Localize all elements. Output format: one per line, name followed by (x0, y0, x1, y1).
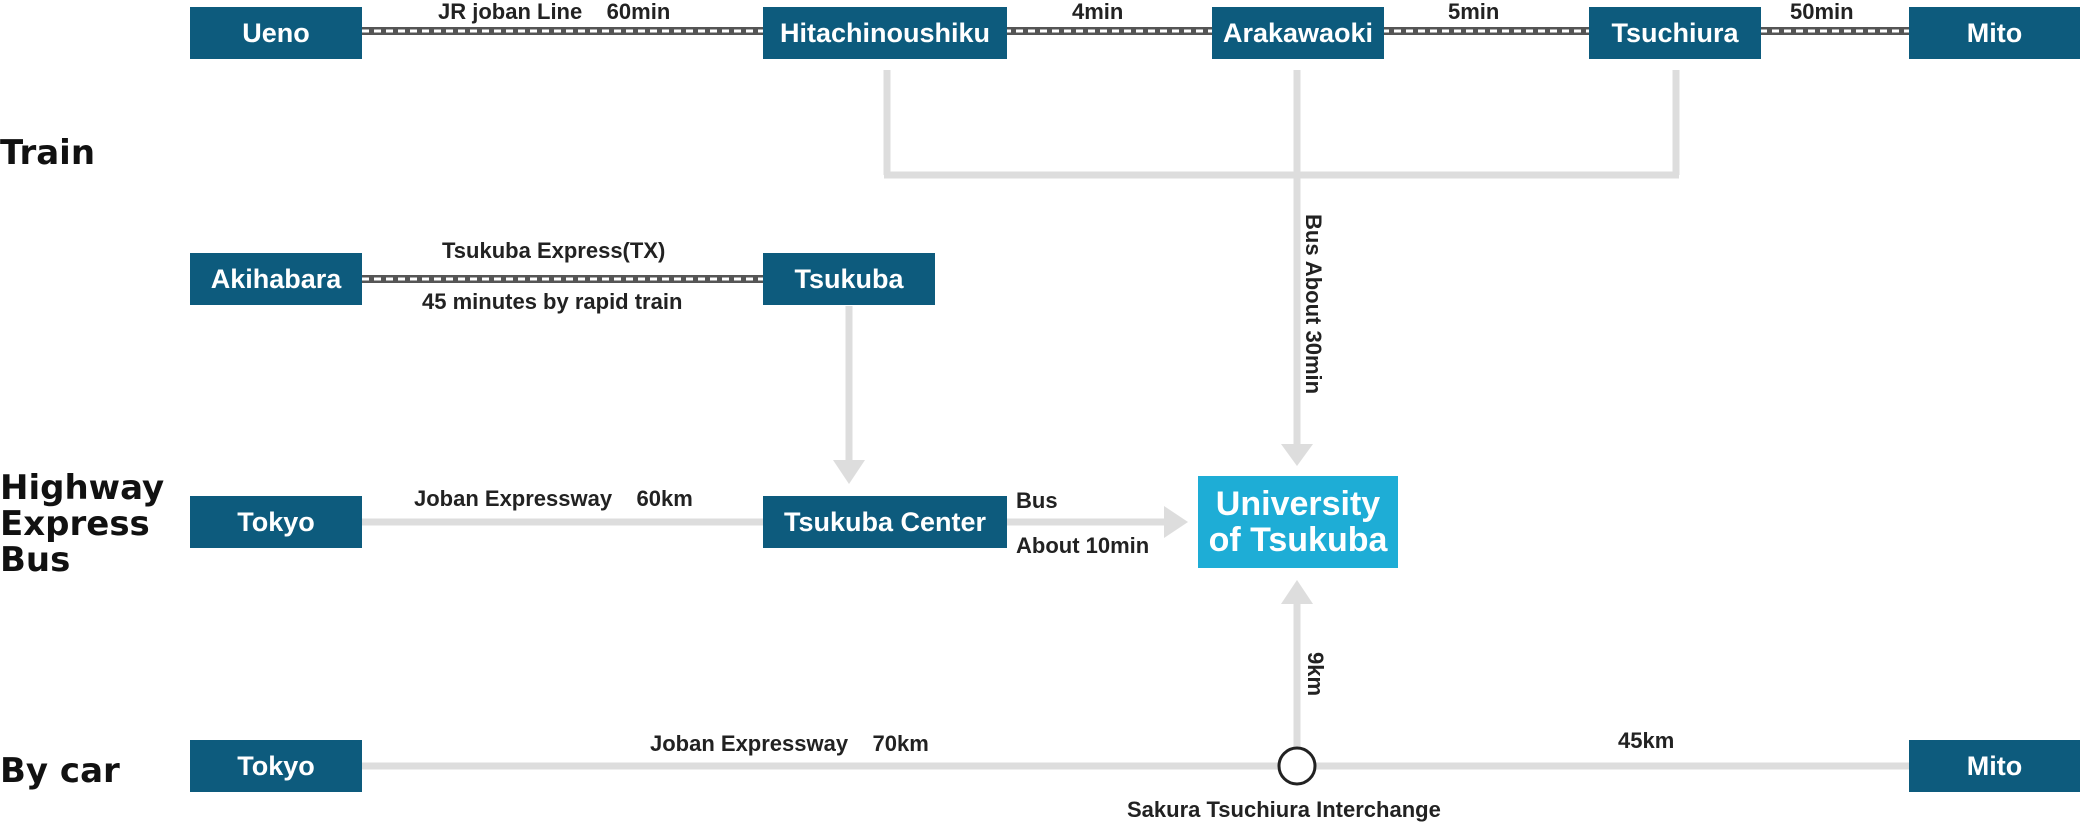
arrow-down-to-center (833, 460, 865, 484)
label-jr-joban-line: JR joban Line 60min (438, 0, 671, 24)
label-tx-time: 45 minutes by rapid train (422, 289, 683, 314)
section-train: Train (0, 133, 96, 173)
label-joban-70km: Joban Expressway 70km (650, 731, 929, 756)
station-tsukuba: Tsukuba (763, 253, 935, 305)
station-akihabara: Akihabara (190, 253, 362, 305)
label-about-10min: About 10min (1016, 533, 1150, 558)
station-mito-train: Mito (1909, 7, 2080, 59)
arrow-down-to-university (1281, 444, 1313, 466)
destination-line1: University (1215, 485, 1381, 523)
station-ueno: Ueno (190, 7, 362, 59)
section-highway-line1: Highway (0, 468, 165, 508)
bus-bracket (883, 70, 1680, 448)
origin-mito-car: Mito (1909, 740, 2080, 792)
label-bus-30min: Bus About 30min (1301, 214, 1326, 395)
label-9km: 9km (1303, 652, 1328, 697)
destination-line2: of Tsukuba (1208, 521, 1388, 559)
label-4min: 4min (1072, 0, 1124, 24)
section-car: By car (0, 751, 120, 791)
label-5min: 5min (1448, 0, 1500, 24)
origin-tokyo-car: Tokyo (190, 740, 362, 792)
station-arakawaoki: Arakawaoki (1212, 7, 1384, 59)
label-bus: Bus (1016, 488, 1058, 513)
destination-university-of-tsukuba: University of Tsukuba (1198, 476, 1398, 568)
label-sakura-tsuchiura-interchange: Sakura Tsuchiura Interchange (1127, 797, 1441, 822)
label-joban-60km: Joban Expressway 60km (414, 486, 693, 511)
station-tsuchiura: Tsuchiura (1589, 7, 1761, 59)
section-highway-line2: Express (0, 504, 150, 544)
stop-tsukuba-center: Tsukuba Center (763, 496, 1007, 548)
label-tsukuba-express: Tsukuba Express(TX) (442, 238, 666, 263)
interchange-node (1277, 746, 1317, 786)
label-45km: 45km (1618, 728, 1675, 753)
section-highway-bus: Highway Express Bus (0, 470, 164, 578)
arrow-up-to-university (1281, 580, 1313, 604)
section-highway-line3: Bus (0, 540, 71, 580)
station-hitachinoushiku: Hitachinoushiku (763, 7, 1007, 59)
label-50min: 50min (1790, 0, 1854, 24)
arrow-right-to-university (1164, 506, 1188, 538)
origin-tokyo-bus: Tokyo (190, 496, 362, 548)
